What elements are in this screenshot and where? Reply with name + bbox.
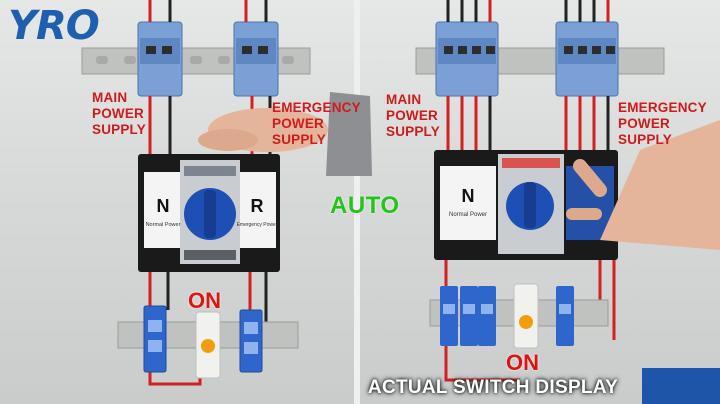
main-breaker-left bbox=[137, 21, 183, 97]
r-caption-left: Emergency Power bbox=[237, 222, 278, 228]
logo-text: YRO bbox=[8, 3, 100, 49]
actual-switch-display-caption: ACTUAL SWITCH DISPLAY bbox=[367, 377, 619, 398]
emergency-power-label-left: EMERGENCY POWER SUPPLY bbox=[272, 100, 361, 147]
n-caption-right: Normal Power bbox=[449, 212, 487, 218]
terminal-blocks-right bbox=[440, 286, 496, 346]
auto-mode-label: AUTO bbox=[330, 192, 400, 219]
main-power-label-left: MAIN POWER SUPPLY bbox=[92, 90, 146, 137]
n-caption-left: Normal Power bbox=[146, 222, 181, 228]
transfer-switch-left bbox=[138, 154, 280, 272]
emergency-breaker-left bbox=[233, 21, 279, 97]
main-power-label-right: MAIN POWER SUPPLY bbox=[386, 92, 440, 139]
panel-divider bbox=[354, 0, 360, 404]
main-breaker-right bbox=[435, 21, 499, 97]
indicator-module-right bbox=[513, 283, 539, 349]
emergency-power-label-right: EMERGENCY POWER SUPPLY bbox=[618, 100, 707, 147]
terminal-block-left-2 bbox=[239, 309, 263, 373]
n-letter-right: N bbox=[462, 186, 475, 206]
r-letter-left: R bbox=[251, 196, 264, 216]
operator-hand-left bbox=[198, 92, 372, 176]
operator-hand-right bbox=[566, 120, 720, 250]
brand-logo: YRO bbox=[8, 3, 100, 49]
terminal-block-left-1 bbox=[143, 305, 167, 373]
terminal-block-right-4 bbox=[556, 286, 574, 346]
indicator-module-left bbox=[195, 311, 221, 379]
corner-accent-bar bbox=[642, 368, 720, 404]
emergency-breaker-right bbox=[555, 21, 619, 97]
on-label-right: ON bbox=[506, 350, 539, 375]
on-label-left: ON bbox=[188, 288, 221, 313]
n-letter-left: N bbox=[157, 196, 170, 216]
